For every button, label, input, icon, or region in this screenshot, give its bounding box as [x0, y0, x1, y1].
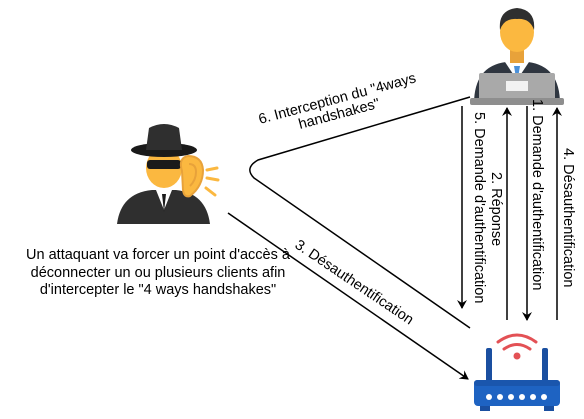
attacker-caption: Un attaquant va forcer un point d'accès …	[26, 247, 290, 298]
client-user-icon	[470, 8, 564, 105]
attacker-hacker-icon	[117, 124, 220, 224]
edge-3-label: 3. Désauthentification	[292, 237, 417, 328]
access-point-router-icon	[474, 333, 560, 411]
edge-5-label: 5. Demande d'authentification	[471, 112, 487, 303]
edge-2-label: 2. Réponse	[488, 172, 504, 246]
edge-4-label: 4. Désauthentification	[560, 148, 576, 287]
edge-6-interception	[249, 96, 471, 329]
edge-1-label: 1. Demande d'authentification	[529, 99, 545, 290]
edge-3-deauth-attacker	[227, 212, 469, 380]
